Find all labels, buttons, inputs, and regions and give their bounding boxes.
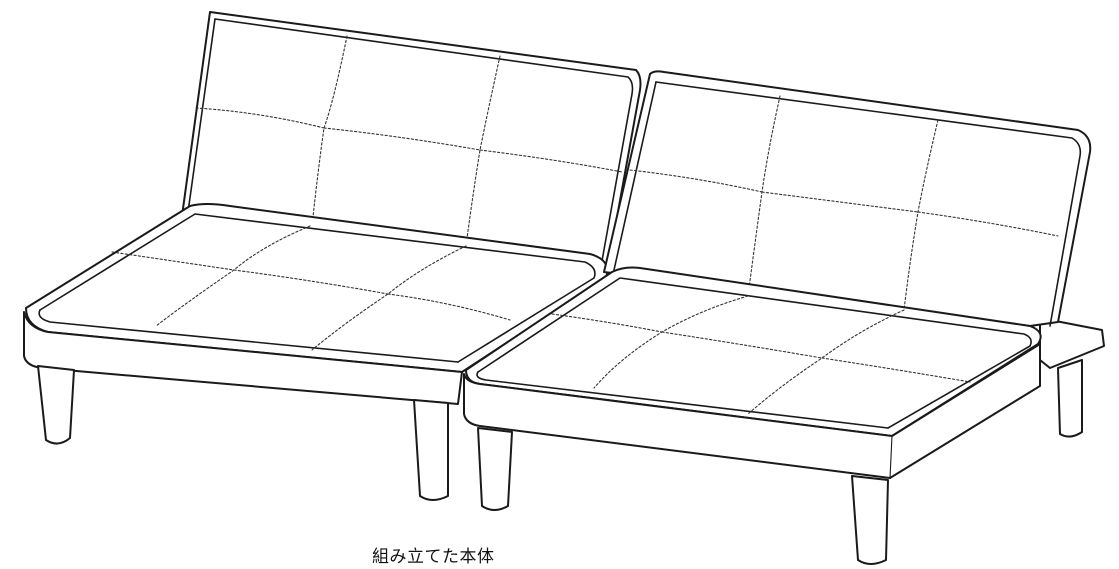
left-middle-leg [413,399,449,501]
left-front-leg [37,365,75,445]
right-seat [463,266,1042,479]
left-seat [23,203,609,405]
right-backrest [603,70,1092,327]
right-corner-leg [851,475,889,565]
right-front-leg [477,427,513,511]
right-frame-back [1039,317,1105,438]
figure-caption: 組み立てた本体 [372,547,495,567]
